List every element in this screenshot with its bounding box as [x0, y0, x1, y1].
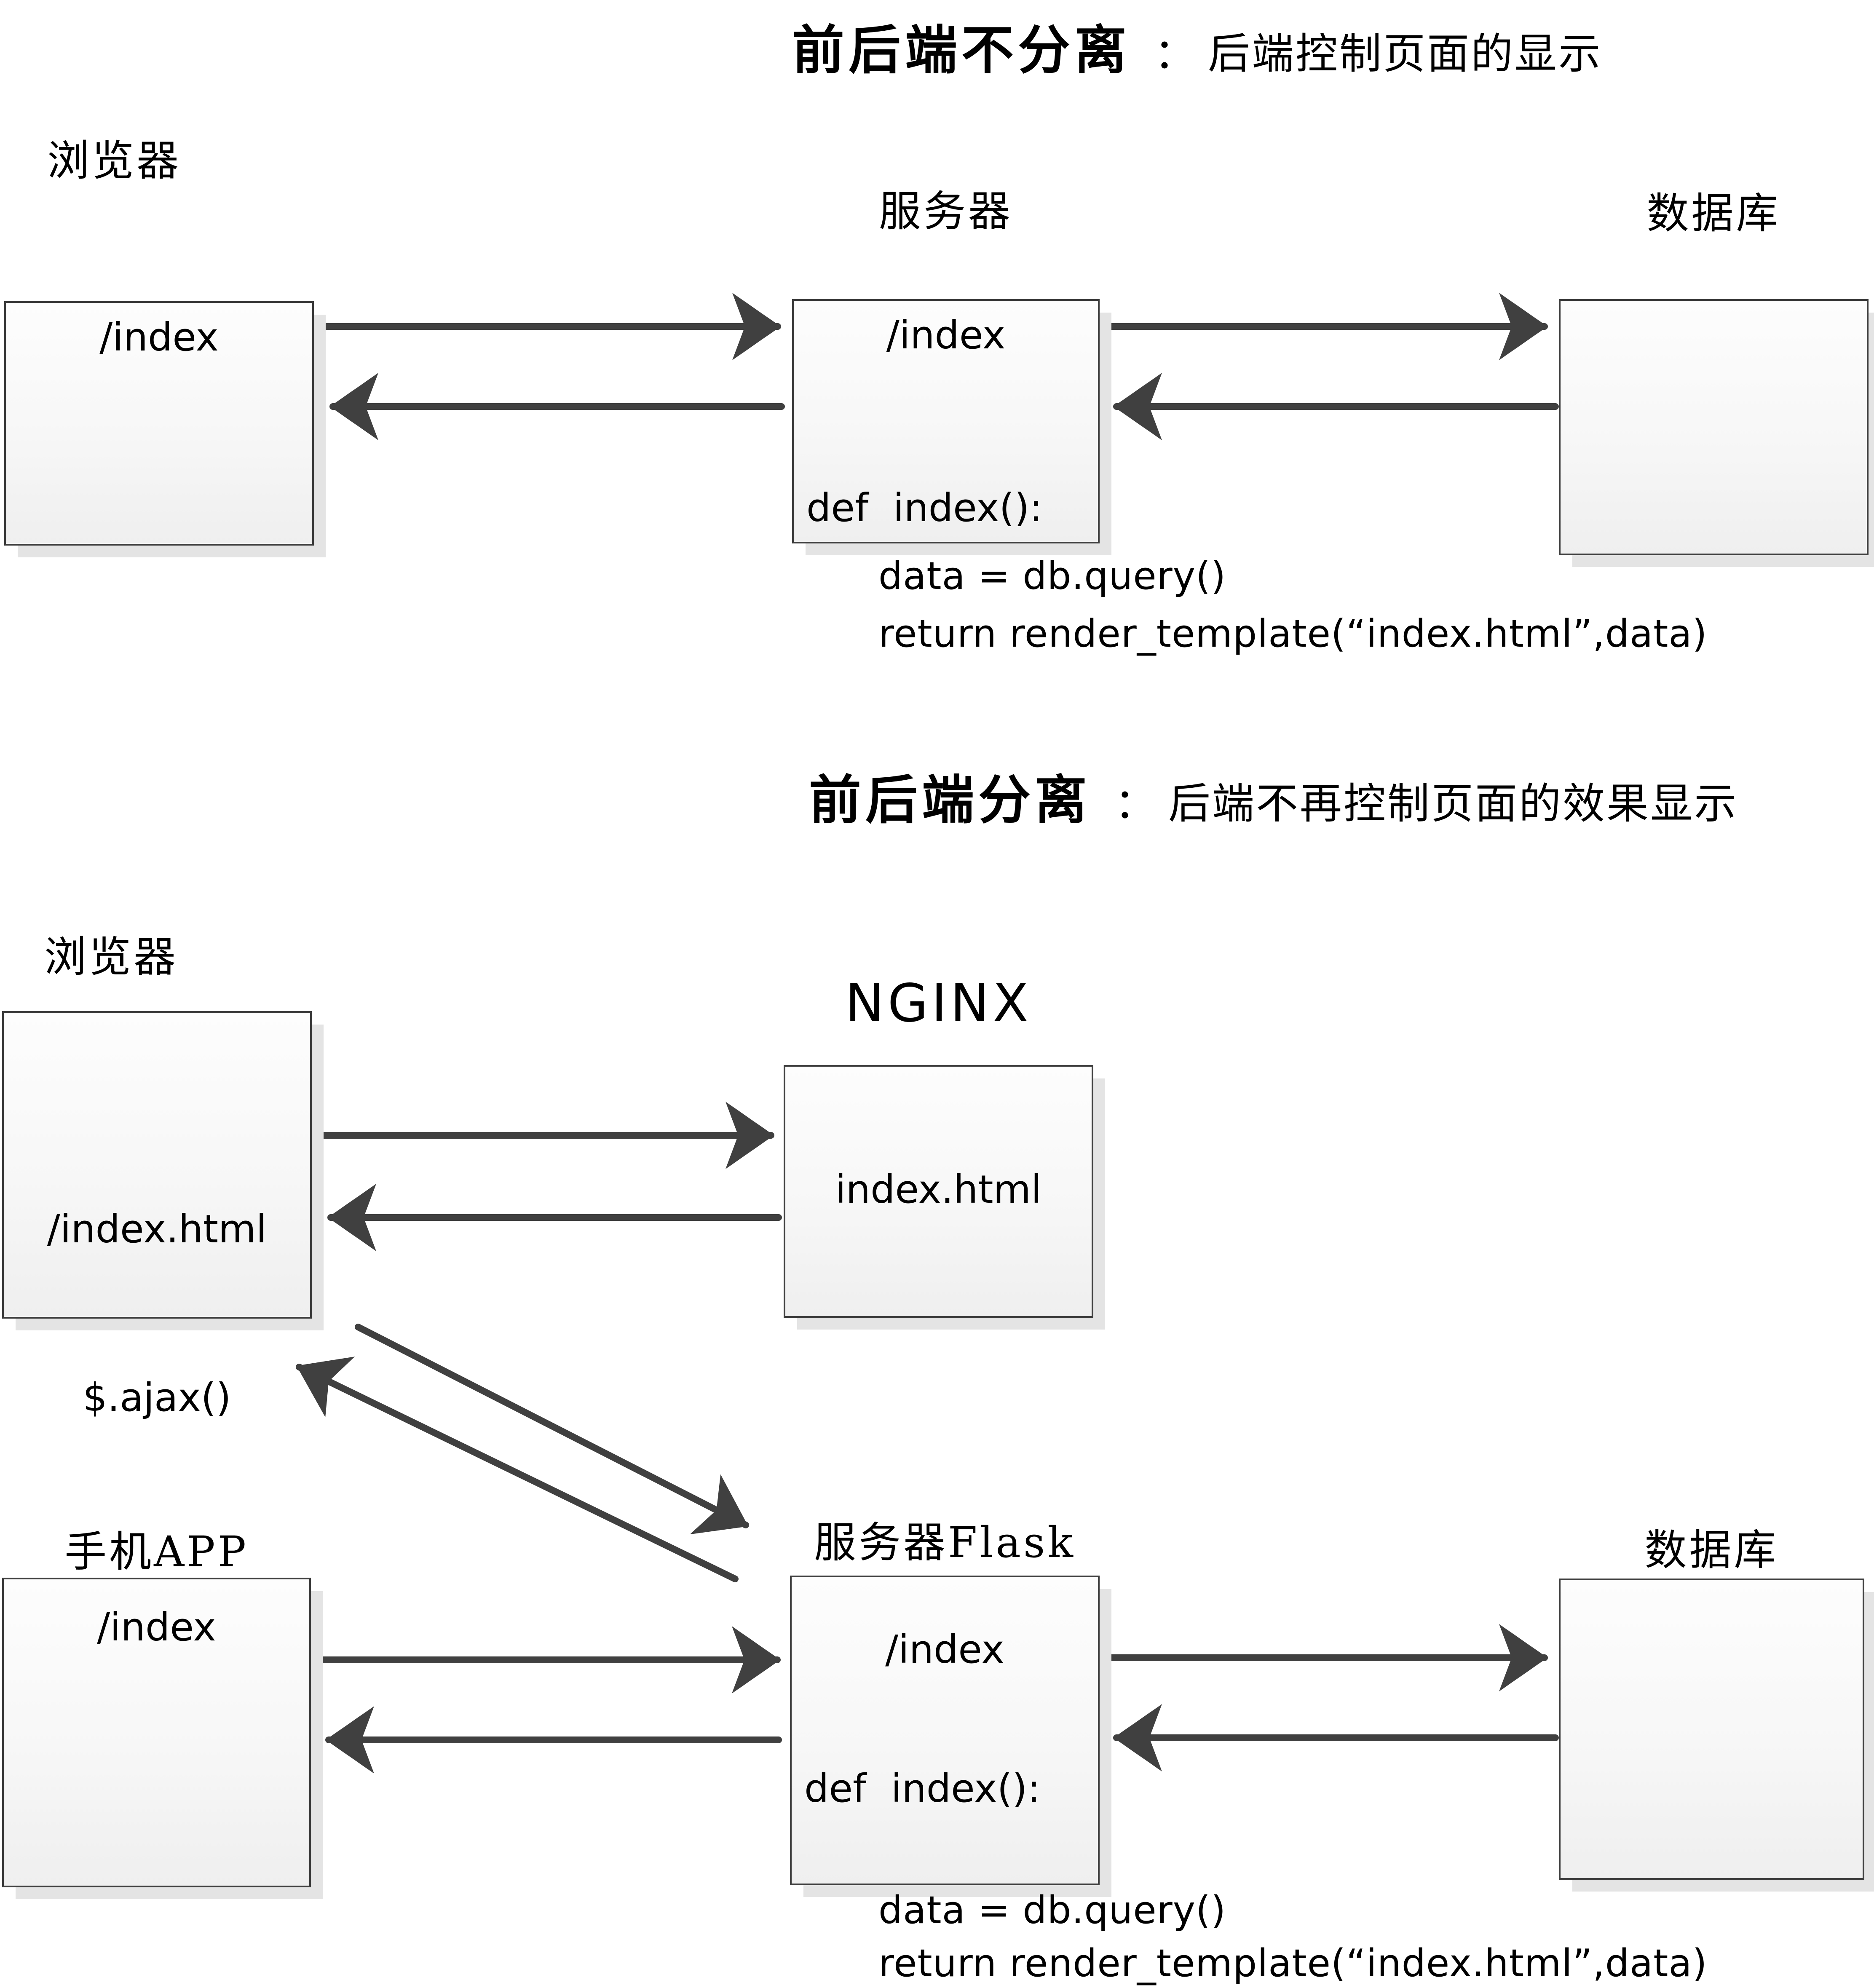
server-code-line: return render_template(“index.html”,data… [878, 612, 1708, 656]
flask-code-line: data = db.query() [878, 1888, 1226, 1932]
app-route-text: /index [97, 1605, 216, 1650]
nginx-file-text: index.html [835, 1167, 1042, 1212]
arrow-diagonal-up-icon [296, 1357, 739, 1582]
diagram2-title-emphasis: 前后端分离 [809, 770, 1092, 831]
diagram1-title: 前后端不分离 ：后端控制页面的显示 [792, 8, 1602, 83]
server-label: 服务器 [879, 187, 1013, 236]
browser-content-text: /index.html $.ajax() [4, 1089, 310, 1538]
nginx-node: index.html [784, 1065, 1093, 1318]
flask-server-label: 服务器Flask [814, 1518, 1076, 1567]
diagram2-title: 前后端分离 ：后端不再控制页面的效果显示 [809, 757, 1738, 833]
server-route-text: /index [886, 313, 1006, 358]
diagram2-title-description: 后端不再控制页面的效果显示 [1168, 779, 1738, 828]
database-label: 数据库 [1646, 189, 1781, 238]
flask-route-text: /index [885, 1627, 1004, 1672]
browser-label: 浏览器 [44, 932, 178, 982]
database-node [1559, 1579, 1864, 1880]
browser-ajax-text: $.ajax() [83, 1375, 231, 1420]
server-node: /index def index(): [792, 299, 1100, 543]
flask-code-def: def index(): [804, 1766, 1041, 1811]
flask-server-node: /index def index(): [790, 1576, 1100, 1885]
arrow-diagonal-down-icon [355, 1324, 749, 1535]
nginx-label: NGINX [845, 973, 1032, 1034]
database-node [1559, 299, 1869, 555]
browser-node: /index [4, 301, 314, 546]
mobile-app-node: /index [2, 1578, 311, 1887]
browser-label: 浏览器 [47, 136, 181, 185]
server-code-line: data = db.query() [878, 554, 1226, 598]
diagram1-title-description: 后端控制页面的显示 [1208, 29, 1603, 78]
browser-route-text: /index [99, 315, 219, 360]
flask-code-line: return render_template(“index.html”,data… [878, 1941, 1708, 1985]
mobile-app-label: 手机APP [64, 1527, 249, 1576]
diagram1-title-emphasis: 前后端不分离 [792, 20, 1131, 81]
database-label: 数据库 [1644, 1525, 1779, 1575]
browser-route-text: /index.html [47, 1206, 267, 1252]
diagram2-title-separator: ： [1114, 779, 1157, 828]
server-code-def: def index(): [806, 485, 1043, 530]
browser-node: /index.html $.ajax() [2, 1011, 312, 1420]
diagram1-title-separator: ： [1154, 29, 1197, 78]
